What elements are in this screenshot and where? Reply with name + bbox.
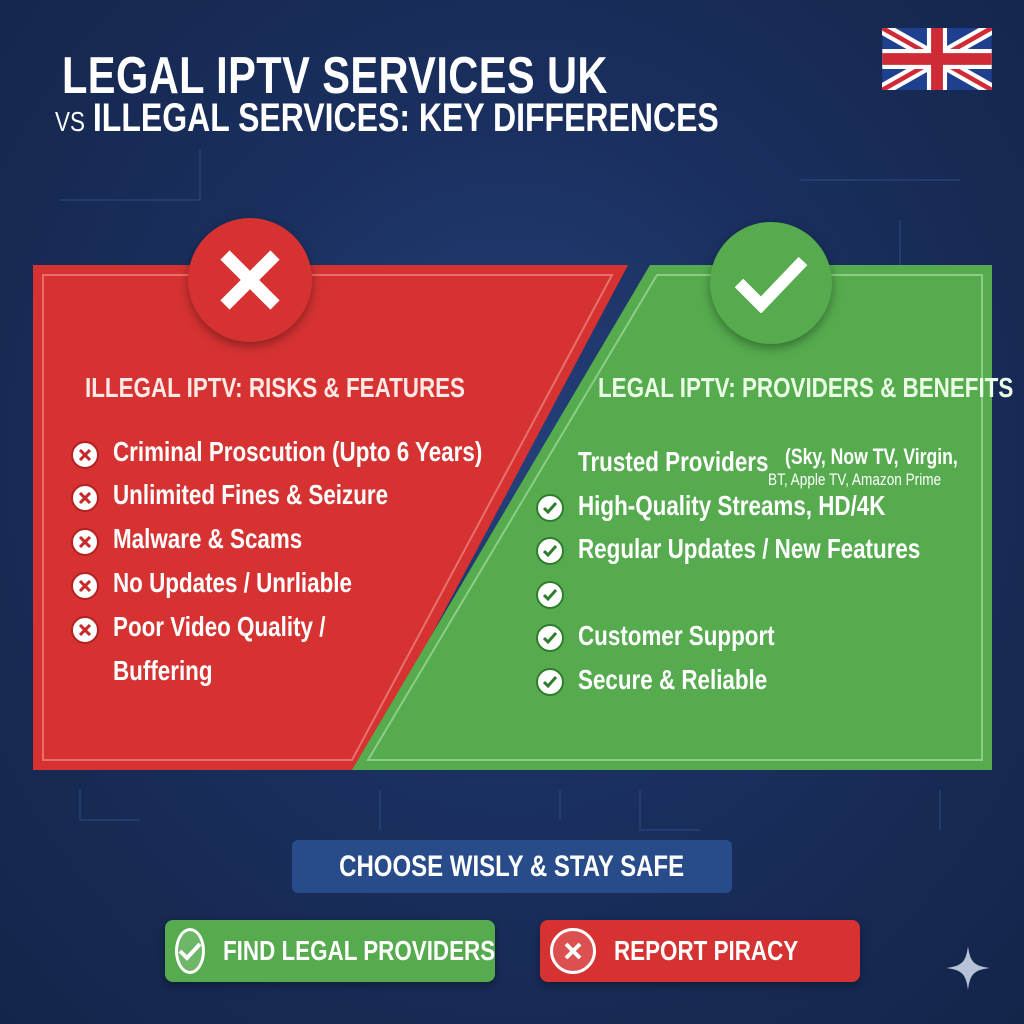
legal-item: Customer Support: [578, 620, 775, 651]
illegal-panel: [33, 265, 628, 770]
find-legal-providers-button[interactable]: FIND LEGAL PROVIDERS: [165, 920, 495, 982]
x-circle-icon: [71, 616, 99, 644]
illegal-item: Criminal Proscution (Upto 6 Years): [113, 436, 483, 467]
check-circle-icon: [175, 928, 205, 974]
x-circle-icon: [71, 572, 99, 600]
legal-heading: LEGAL IPTV: PROVIDERS & BENEFITS: [598, 372, 1014, 403]
check-circle-icon: [536, 668, 564, 696]
legal-panel: [352, 265, 992, 770]
illegal-item: Unlimited Fines & Seizure: [113, 479, 389, 510]
trusted-providers-note-2: BT, Apple TV, Amazon Prime: [768, 470, 942, 489]
trusted-providers: Trusted Providers: [578, 446, 769, 477]
choose-wisely-banner: CHOOSE WISLY & STAY SAFE: [292, 840, 732, 893]
button-label: FIND LEGAL PROVIDERS: [223, 935, 496, 966]
uk-flag-icon: [882, 28, 992, 90]
x-circle-icon: [550, 928, 596, 974]
check-circle-icon: [536, 624, 564, 652]
legal-item: High-Quality Streams, HD/4K: [578, 490, 886, 521]
sparkle-icon: [946, 946, 990, 990]
illegal-item: Malware & Scams: [113, 523, 303, 554]
check-circle-icon: [536, 494, 564, 522]
x-circle-icon: [71, 441, 99, 469]
report-piracy-button[interactable]: REPORT PIRACY: [540, 920, 860, 982]
legal-item: Regular Updates / New Features: [578, 533, 921, 564]
x-icon: [188, 218, 312, 342]
subtitle-text: ILLEGAL SERVICES: KEY DIFFERENCES: [92, 96, 719, 140]
check-circle-icon: [536, 581, 564, 609]
title-line-1: LEGAL IPTV SERVICES UK: [62, 46, 744, 106]
legal-item: Secure & Reliable: [578, 664, 768, 695]
vs-label: VS: [55, 106, 85, 137]
illegal-item: No Updates / Unrliable: [113, 567, 352, 598]
trusted-providers-note: (Sky, Now TV, Virgin,: [785, 444, 958, 469]
x-circle-icon: [71, 528, 99, 556]
illegal-heading: ILLEGAL IPTV: RISKS & FEATURES: [85, 372, 466, 403]
check-circle-icon: [536, 537, 564, 565]
illegal-item-continued: Buffering: [113, 655, 213, 686]
button-label: REPORT PIRACY: [614, 935, 799, 966]
check-icon: [710, 222, 832, 344]
illegal-item: Poor Video Quality /: [113, 611, 326, 642]
title-text: LEGAL IPTV SERVICES UK: [62, 47, 608, 105]
x-circle-icon: [71, 484, 99, 512]
